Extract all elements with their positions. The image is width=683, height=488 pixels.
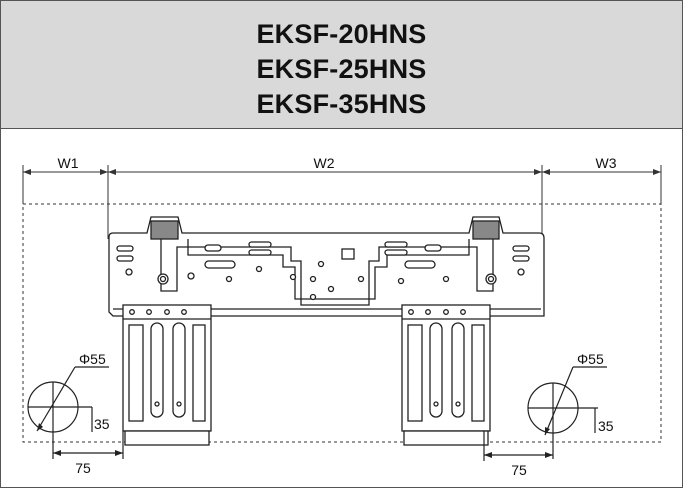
installation-area-outline <box>22 203 662 443</box>
right-hole-diameter-label: Φ55 <box>577 351 604 367</box>
mounting-plate <box>108 216 545 317</box>
right-hole-offset-x-label: 75 <box>511 462 527 478</box>
model-name-3: EKSF-35HNS <box>256 89 427 119</box>
mounting-plate-diagram: W1 W2 W3 <box>22 155 662 478</box>
dimension-lines <box>22 165 662 239</box>
right-pipe-hole <box>483 366 607 461</box>
left-support-bracket <box>122 304 212 446</box>
right-pipe-hole-arrows <box>484 427 553 458</box>
dimension-arrows <box>23 169 661 175</box>
right-support-bracket <box>401 304 491 446</box>
model-name-2: EKSF-25HNS <box>256 54 427 84</box>
left-hole-offset-x-label: 75 <box>75 460 91 476</box>
dimension-w2-label: W2 <box>314 155 335 171</box>
dimension-w3-label: W3 <box>596 155 617 171</box>
left-pipe-hole <box>27 366 124 459</box>
model-name-1: EKSF-20HNS <box>256 19 427 49</box>
model-header: EKSF-20HNS EKSF-25HNS EKSF-35HNS <box>1 1 682 129</box>
left-hole-offset-y-label: 35 <box>94 416 110 432</box>
right-hole-offset-y-label: 35 <box>598 418 614 434</box>
left-hole-diameter-label: Φ55 <box>79 351 106 367</box>
dimension-w1-label: W1 <box>58 155 79 171</box>
left-pipe-hole-arrows <box>37 423 123 456</box>
